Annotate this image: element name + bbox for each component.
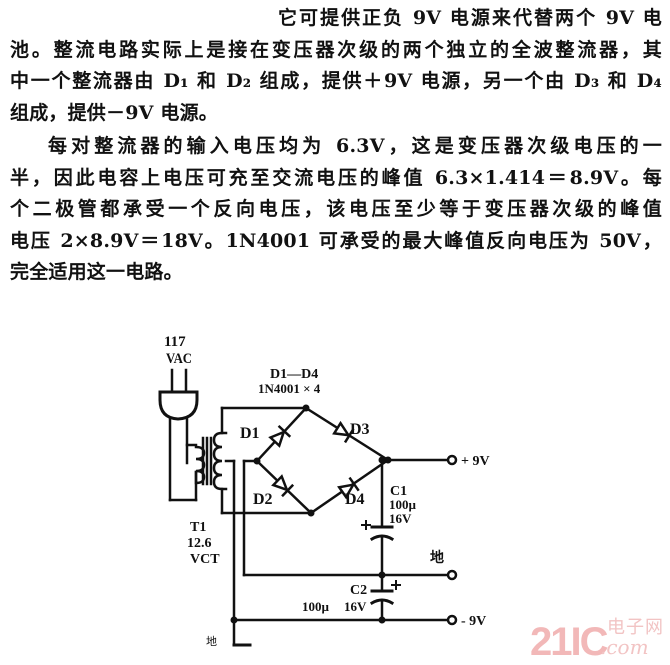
capacitor-c2-icon: [369, 580, 401, 606]
paragraph-2-line-1: 每对整流器的输入电压均为 6.3V，这是变压器次级电压的一: [48, 135, 662, 157]
c1-label: C1: [390, 484, 407, 499]
watermark-logo: 21IC 电子网 .com: [530, 617, 665, 664]
paragraph-1-line-2: 池。整流电路实际上是接在变压器次级的两个独立的全波整流器，其: [10, 38, 662, 61]
paragraph-2-line-5: 完全适用这一电路。: [10, 261, 183, 283]
ground-output-label: 地: [430, 549, 444, 566]
diode-d3-icon: [332, 420, 355, 444]
terminal-negative-9v: [446, 614, 458, 626]
watermark-brand: 21IC: [530, 620, 608, 664]
d3-label: D3: [350, 421, 370, 438]
chassis-ground-label: 地: [206, 635, 217, 648]
diode-part-label: 1N4001 × 4: [258, 381, 321, 396]
paragraph-1-line-3: 中一个整流器由 D₁ 和 D₂ 组成，提供＋9V 电源，另一个由 D₃ 和 D₄: [10, 70, 662, 92]
d2-label: D2: [253, 491, 273, 508]
watermark-cn: 电子网: [607, 617, 664, 638]
c2-voltage-label: 16V: [344, 599, 367, 614]
paragraph-2: 每对整流器的输入电压均为 6.3V，这是变压器次级电压的一 半，因此电容上电压可…: [10, 131, 662, 289]
c1-voltage-label: 16V: [389, 511, 412, 526]
c1-value-label: 100µ: [389, 497, 417, 512]
ac-plug-icon: [158, 368, 199, 502]
paragraph-1-line-4: 组成，提供－9V 电源。: [10, 101, 218, 124]
positive-output-label: + 9V: [461, 454, 490, 469]
diode-d2-icon: [271, 474, 295, 498]
transformer-icon: [185, 406, 313, 647]
negative-output-label: - 9V: [461, 614, 486, 629]
paragraph-2-line-3: 个二极管都承受一个反向电压，该电压至少等于变压器次级的峰值: [10, 198, 662, 220]
d1-label: D1: [240, 425, 260, 442]
diode-d4-icon: [337, 476, 360, 500]
terminal-positive-9v: [446, 454, 458, 466]
capacitor-c1-icon: [361, 520, 395, 542]
transformer-rating-label: 12.6: [187, 536, 212, 551]
d4-label: D4: [345, 491, 365, 508]
input-voltage-label: 117: [164, 334, 186, 350]
paragraph-2-line-2: 半，因此电容上电压可充至交流电压的峰值 6.3×1.414＝8.9V。每: [10, 166, 662, 189]
diode-d1-icon: [268, 424, 292, 448]
c2-label: C2: [350, 583, 367, 598]
input-vac-label: VAC: [166, 351, 192, 367]
terminal-ground: [446, 569, 458, 581]
junction-dots: [230, 404, 392, 624]
transformer-label: T1: [190, 520, 206, 535]
paragraph-1: 它可提供正负 9V 电源来代替两个 9V 电 池。整流电路实际上是接在变压器次级…: [10, 3, 662, 129]
diode-range-label: D1—D4: [270, 367, 318, 382]
watermark-domain: .com: [600, 635, 649, 659]
paragraph-2-line-4: 电压 2×8.9V＝18V。1N4001 可承受的最大峰值反向电压为 50V，: [10, 229, 662, 252]
c2-value-label: 100µ: [302, 599, 330, 614]
transformer-type-label: VCT: [190, 552, 220, 567]
paragraph-1-line-1: 它可提供正负 9V 电源来代替两个 9V 电: [278, 7, 662, 29]
